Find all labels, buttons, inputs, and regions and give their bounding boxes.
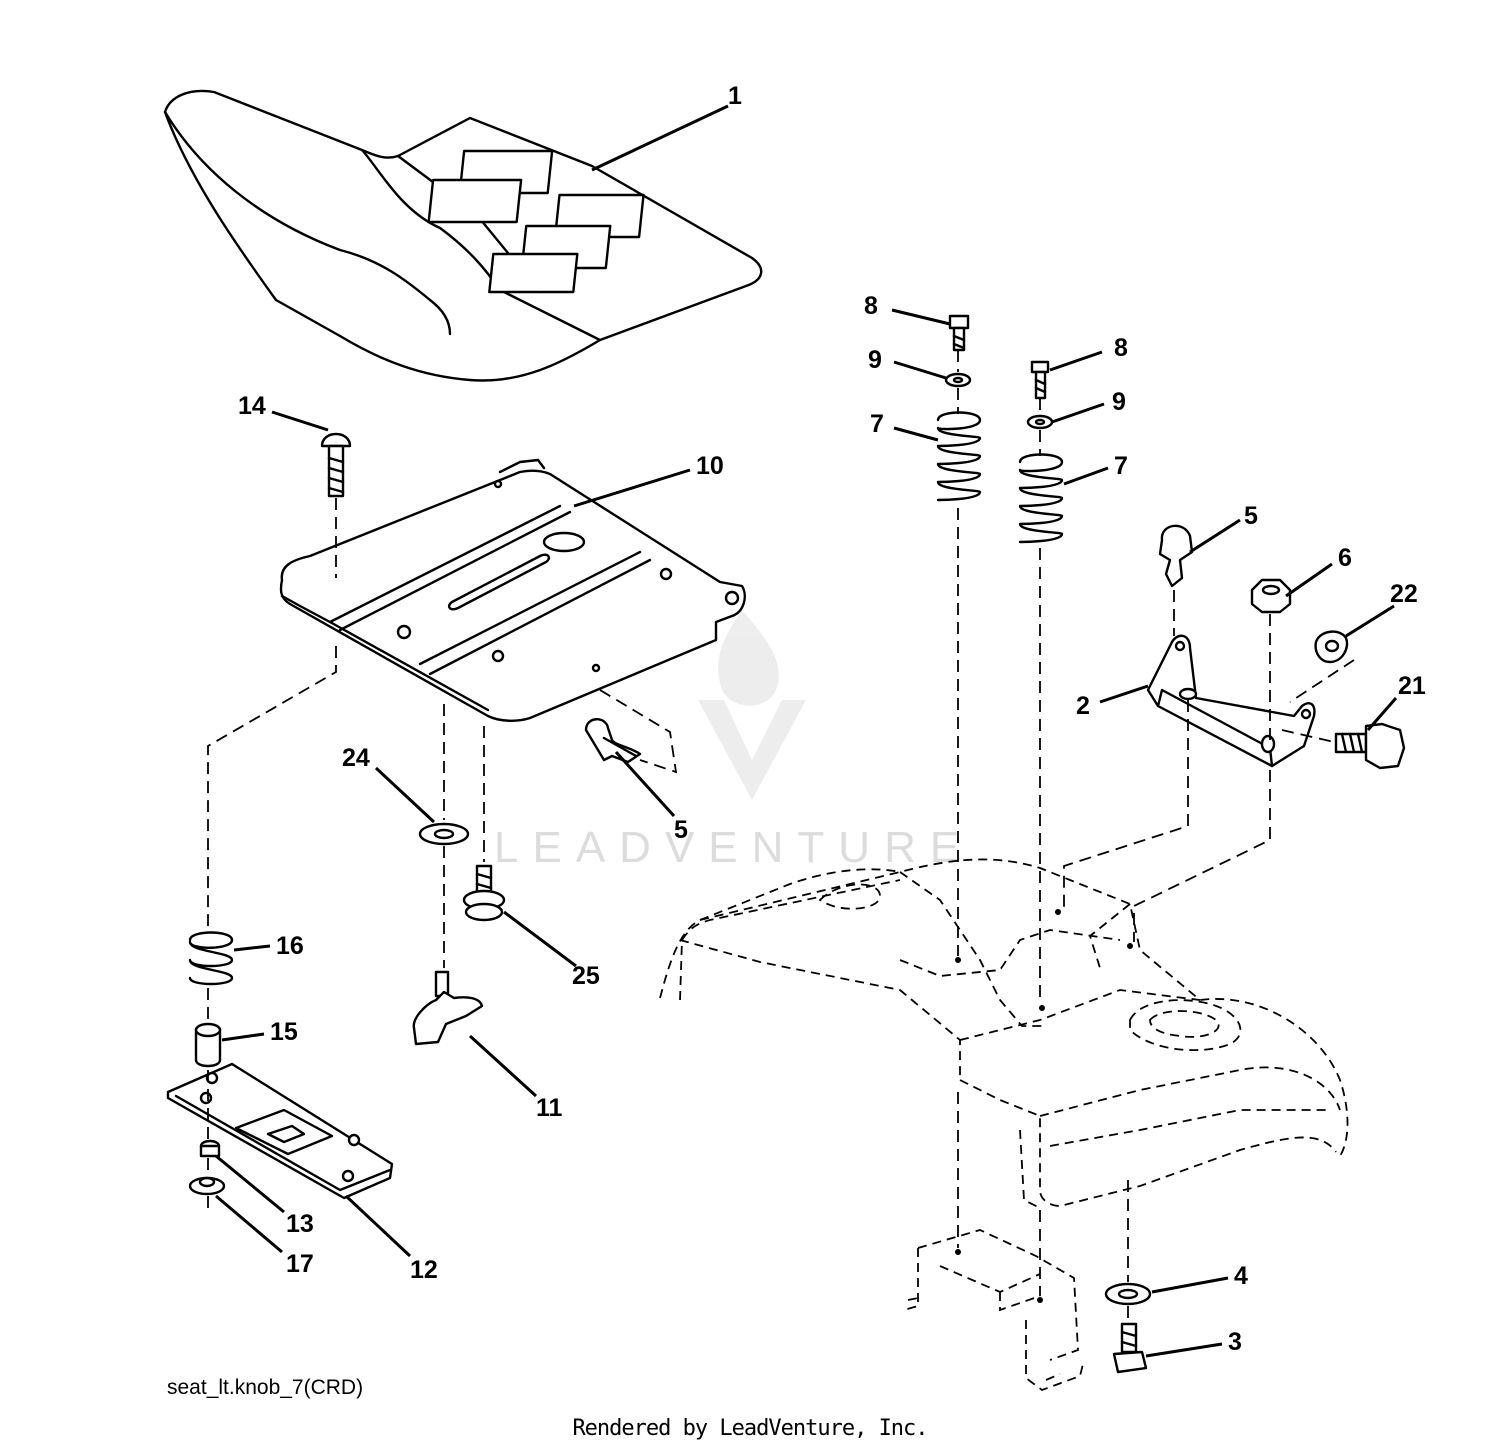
spring-part-7-left (936, 411, 982, 502)
callout-24: 24 (342, 744, 370, 772)
nut-part-22 (1314, 630, 1349, 664)
tractor-frame (659, 858, 1349, 1392)
bolt-part-3 (1112, 1322, 1148, 1374)
callout-15: 15 (270, 1018, 298, 1046)
callout-14: 14 (238, 392, 266, 420)
carriage-bolt-part-14 (320, 432, 352, 498)
callout-5-right: 5 (1244, 502, 1258, 530)
callout-17: 17 (286, 1250, 314, 1278)
callout-1: 1 (728, 82, 742, 110)
callout-10: 10 (696, 452, 724, 480)
callout-13: 13 (286, 1210, 314, 1238)
seat-part-1 (163, 89, 763, 382)
bolt-part-21 (1334, 722, 1406, 770)
callout-5-left: 5 (674, 816, 688, 844)
washer-part-24 (418, 822, 470, 846)
callout-9-left: 9 (868, 346, 882, 374)
watermark: LEADVENTURE (494, 610, 973, 872)
callout-25: 25 (572, 962, 600, 990)
callout-8-right: 8 (1114, 334, 1128, 362)
callout-7-right: 7 (1114, 452, 1128, 480)
assembly-guide-lines (207, 350, 1355, 1322)
callout-21: 21 (1398, 672, 1426, 700)
callout-12: 12 (410, 1256, 438, 1284)
watermark-text: LEADVENTURE (494, 823, 973, 872)
callout-11: 11 (536, 1094, 563, 1122)
washer-part-4 (1104, 1282, 1152, 1306)
bolt-part-8-right (1030, 360, 1050, 400)
callout-8-left: 8 (864, 292, 878, 320)
spacer-part-15 (194, 1022, 222, 1068)
nut-part-13 (199, 1139, 221, 1158)
callout-7-left: 7 (870, 410, 884, 438)
bracket-part-2 (1146, 634, 1316, 768)
washer-part-9-right (1026, 414, 1054, 430)
leader-lines (215, 104, 1398, 1358)
bolt-part-8-left (948, 314, 970, 352)
callout-9-right: 9 (1112, 388, 1126, 416)
shoulder-bolt-part-25 (462, 864, 506, 922)
callout-2: 2 (1076, 692, 1090, 720)
nut-part-6 (1250, 578, 1292, 614)
washer-part-9-left (944, 372, 972, 388)
seat-pan-part-10 (279, 458, 746, 722)
drawing-code: seat_lt.knob_7(CRD) (167, 1376, 364, 1399)
callout-6: 6 (1338, 544, 1352, 572)
callout-16: 16 (276, 932, 304, 960)
footer-credit: Rendered by LeadVenture, Inc. (572, 1416, 928, 1441)
callout-22: 22 (1390, 580, 1418, 608)
clip-part-5-right (1158, 524, 1194, 588)
callout-4: 4 (1234, 1262, 1248, 1290)
clip-part-5-left (584, 689, 678, 774)
spring-part-7-right (1018, 453, 1064, 544)
nut-part-17 (188, 1176, 226, 1196)
callout-3: 3 (1228, 1328, 1242, 1356)
slide-bracket-part-12 (166, 1062, 394, 1200)
callout-labels: 1 14 10 24 5 25 16 15 11 13 17 12 8 9 7 … (238, 82, 1426, 1356)
spring-part-16 (188, 931, 234, 986)
knob-part-11 (412, 970, 484, 1046)
